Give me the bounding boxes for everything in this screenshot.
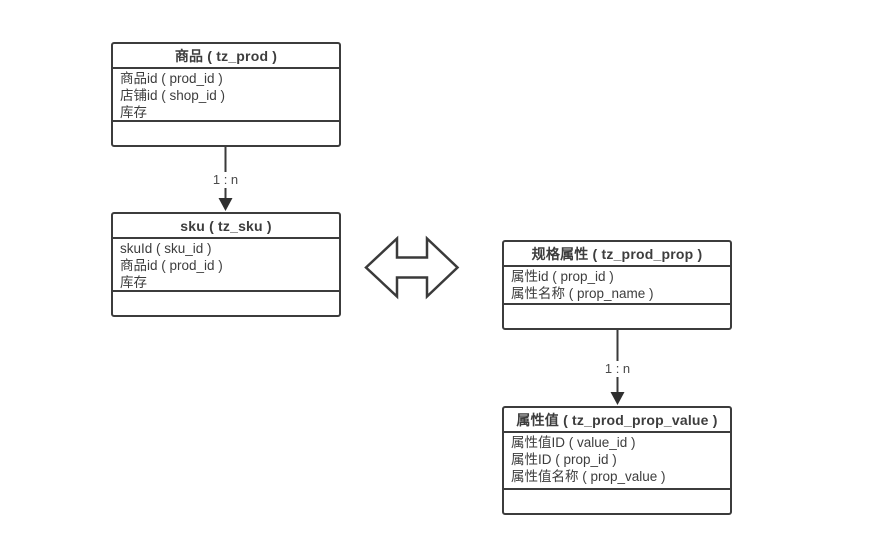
entity-prod: 商品 ( tz_prod ) 商品id ( prod_id ) 店铺id ( s…: [111, 42, 341, 147]
entity-prod-prop-title: 规格属性 ( tz_prod_prop ): [504, 242, 730, 267]
entity-prod-footer: [113, 120, 339, 145]
relation-label-prod-sku: 1 : n: [208, 172, 243, 188]
entity-prod-title: 商品 ( tz_prod ): [113, 44, 339, 69]
field-stock: 库存: [120, 105, 147, 120]
entity-prod-prop-footer: [504, 303, 730, 328]
entity-sku: sku ( tz_sku ) skuId ( sku_id ) 商品id ( p…: [111, 212, 341, 317]
arrowhead-down-icon: [610, 392, 625, 405]
field-sku-id: skuId ( sku_id ): [120, 241, 212, 256]
entity-prod-fields: 商品id ( prod_id ) 店铺id ( shop_id ) 库存: [113, 69, 339, 120]
field-value-id: 属性值ID ( value_id ): [511, 435, 636, 450]
field-prop-name: 属性名称 ( prop_name ): [511, 286, 654, 301]
entity-prod-prop-value-fields: 属性值ID ( value_id ) 属性ID ( prop_id ) 属性值名…: [504, 433, 730, 488]
entity-prod-prop-value-title: 属性值 ( tz_prod_prop_value ): [504, 408, 730, 433]
double-arrow-icon: [364, 235, 460, 300]
entity-sku-fields: skuId ( sku_id ) 商品id ( prod_id ) 库存: [113, 239, 339, 290]
entity-prod-prop-value-footer: [504, 488, 730, 513]
entity-prod-prop-value: 属性值 ( tz_prod_prop_value ) 属性值ID ( value…: [502, 406, 732, 515]
relation-label-prop-value: 1 : n: [600, 361, 635, 377]
field-prop-id: 属性id ( prop_id ): [511, 269, 614, 284]
arrowhead-down-icon: [218, 198, 233, 211]
field-prod-id: 商品id ( prod_id ): [120, 71, 223, 86]
field-prop-value: 属性值名称 ( prop_value ): [511, 469, 666, 484]
entity-prod-prop: 规格属性 ( tz_prod_prop ) 属性id ( prop_id ) 属…: [502, 240, 732, 330]
field-prop-id: 属性ID ( prop_id ): [511, 452, 617, 467]
field-shop-id: 店铺id ( shop_id ): [120, 88, 226, 103]
entity-prod-prop-fields: 属性id ( prop_id ) 属性名称 ( prop_name ): [504, 267, 730, 303]
entity-sku-footer: [113, 290, 339, 315]
field-prod-id: 商品id ( prod_id ): [120, 258, 223, 273]
field-stock: 库存: [120, 275, 147, 290]
entity-sku-title: sku ( tz_sku ): [113, 214, 339, 239]
